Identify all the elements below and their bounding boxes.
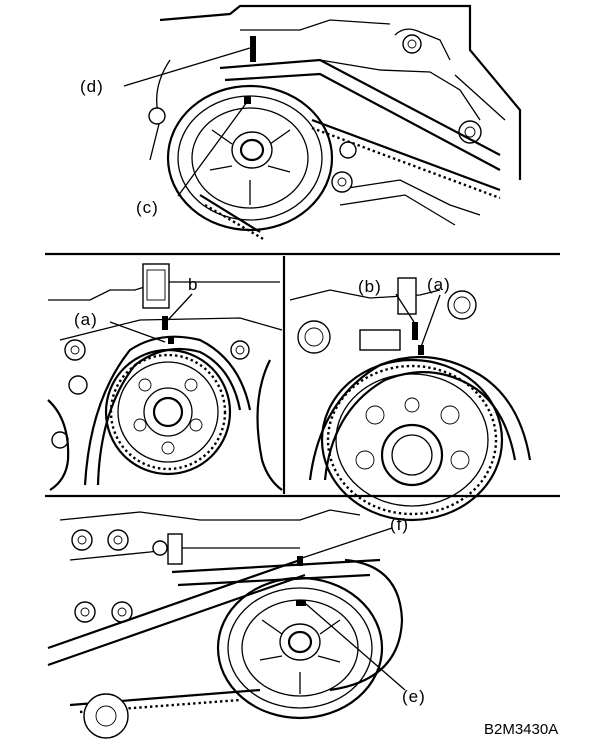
label-d: (d): [80, 77, 104, 96]
middle-left-panel: (a) b: [47, 263, 283, 491]
middle-right-panel: (b) (a): [289, 275, 532, 522]
label-b-left: b: [188, 275, 198, 294]
top-panel: (d) (c): [80, 4, 522, 242]
label-a-left: (a): [74, 310, 98, 329]
label-c: (c): [136, 198, 159, 217]
bottom-panel: (f) (e): [47, 509, 426, 739]
label-b-right: (b): [358, 277, 382, 296]
figure-code: B2M3430A: [484, 721, 558, 738]
label-a-right: (a): [427, 275, 451, 294]
label-f: (f): [390, 515, 409, 534]
label-e: (e): [402, 687, 426, 706]
